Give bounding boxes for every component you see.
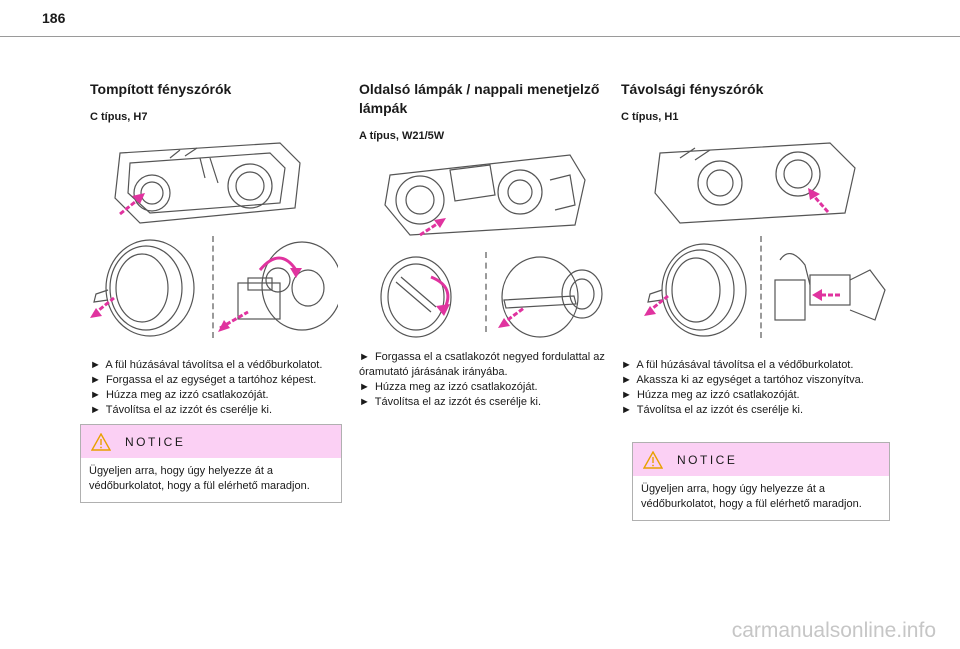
headlamp-figure-top — [114, 142, 301, 224]
figure-divider — [212, 236, 214, 338]
figure-divider — [485, 252, 487, 332]
step-item: ► Húzza meg az izzó csatlakozóját. — [621, 389, 800, 401]
notice-box: NOTICE Ügyeljen arra, hogy úgy helyezze … — [632, 442, 890, 521]
section-subtitle: C típus, H1 — [621, 111, 679, 123]
step-item: ► Akassza ki az egységet a tartóhoz visz… — [621, 374, 864, 386]
notice-text: Ügyeljen arra, hogy úgy helyezze át a vé… — [641, 483, 862, 510]
notice-title: NOTICE — [125, 435, 186, 449]
notice-title: NOTICE — [677, 453, 738, 467]
section-title: Távolsági fényszórók — [621, 81, 764, 97]
step-item: ► Távolítsa el az izzót és cserélje ki. — [621, 404, 804, 416]
step-item: ► Távolítsa el az izzót és cserélje ki. — [90, 404, 273, 416]
top-divider — [0, 36, 960, 37]
step-item: ► A fül húzásával távolítsa el a védőbur… — [621, 359, 854, 371]
section-title: Tompított fényszórók — [90, 81, 232, 97]
warning-triangle-icon — [91, 433, 111, 451]
bulb-connector-figure — [218, 241, 338, 332]
page-number: 186 — [42, 10, 66, 26]
headlamp-figure-top — [654, 142, 856, 224]
section-main-beam: Távolsági fényszórók C típus, H1 — [621, 80, 881, 123]
section-side-lamps: Oldalsó lámpák / nappali menetjelző lámp… — [359, 80, 619, 142]
steps-list: ► Forgassa el a csatlakozót negyed fordu… — [359, 350, 619, 410]
steps-list: ► A fül húzásával távolítsa el a védőbur… — [90, 358, 350, 418]
warning-triangle-icon — [643, 451, 663, 469]
step-item: ► Húzza meg az izzó csatlakozóját. — [90, 389, 269, 401]
notice-header: NOTICE — [633, 443, 889, 476]
section-title: Oldalsó lámpák / nappali menetjelző lámp… — [359, 81, 600, 116]
bulb-unit-figure — [774, 253, 886, 321]
section-subtitle: C típus, H7 — [90, 111, 148, 123]
section-dipped-headlamps: Tompított fényszórók C típus, H7 — [90, 80, 350, 123]
connector-rotate-figure — [380, 256, 452, 338]
figure-divider — [760, 236, 762, 338]
headlamp-figure-top — [384, 154, 586, 237]
steps-list: ► A fül húzásával távolítsa el a védőbur… — [621, 358, 881, 418]
protective-cover-figure — [644, 243, 747, 337]
step-item: ► Húzza meg az izzó csatlakozóját. — [359, 381, 538, 393]
watermark: carmanualsonline.info — [731, 619, 936, 642]
step-item: ► Forgassa el az egységet a tartóhoz kép… — [90, 374, 317, 386]
step-item: ► A fül húzásával távolítsa el a védőbur… — [90, 359, 323, 371]
protective-cover-figure — [90, 239, 195, 337]
step-item: ► Távolítsa el az izzót és cserélje ki. — [359, 396, 542, 408]
notice-text: Ügyeljen arra, hogy úgy helyezze át a vé… — [89, 465, 310, 492]
notice-header: NOTICE — [81, 425, 341, 458]
step-item: ► Forgassa el a csatlakozót negyed fordu… — [359, 351, 605, 378]
notice-box: NOTICE Ügyeljen arra, hogy úgy helyezze … — [80, 424, 342, 503]
section-subtitle: A típus, W21/5W — [359, 130, 445, 142]
bulb-removal-figure — [498, 256, 603, 338]
